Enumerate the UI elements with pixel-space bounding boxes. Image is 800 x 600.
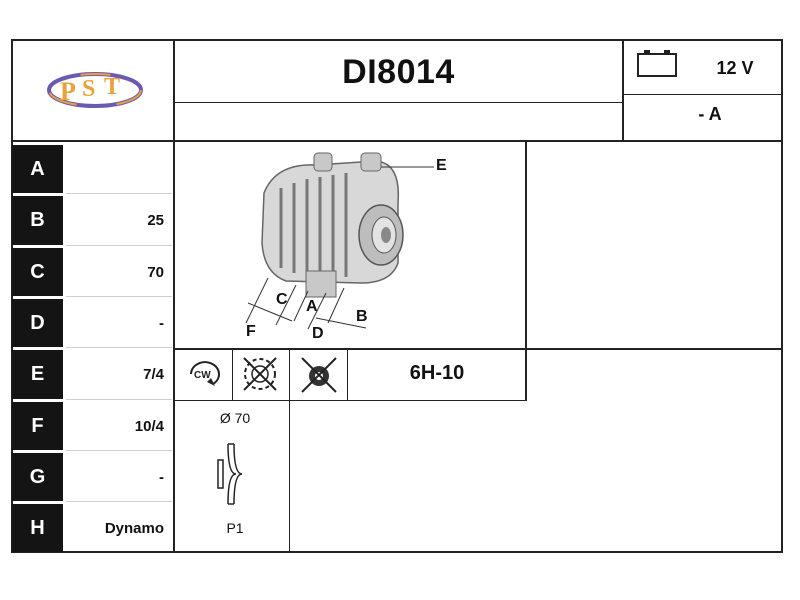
icon-row-bottom xyxy=(173,400,527,401)
row-value-h: Dynamo xyxy=(104,519,164,537)
voltage-value: 12 V xyxy=(716,58,754,78)
row-label-g: G xyxy=(12,453,63,501)
row-label-a: A xyxy=(12,145,63,193)
regulator-crossed-icon xyxy=(298,354,340,394)
battery-icon xyxy=(636,48,680,78)
amperage-value: - A xyxy=(698,104,722,124)
diagram-label-c: C xyxy=(276,291,288,308)
logo-divider xyxy=(173,39,175,553)
row-label-f: F xyxy=(12,402,63,450)
row-value-g: - xyxy=(159,468,164,486)
icon-row-top xyxy=(173,348,783,350)
svg-text:CW: CW xyxy=(194,370,211,381)
row-separator xyxy=(66,501,172,502)
pulley-icon xyxy=(212,438,248,510)
header-divider xyxy=(11,140,783,142)
spec-sheet-frame xyxy=(11,39,783,553)
diagram-label-f: F xyxy=(246,323,256,340)
svg-text:P: P xyxy=(60,77,76,106)
row-separator xyxy=(66,296,172,297)
diagram-label-a: A xyxy=(306,298,318,315)
row-value-e: 7/4 xyxy=(143,366,164,383)
row-separator xyxy=(66,399,172,400)
row-label-h: H xyxy=(12,504,63,552)
row-separator xyxy=(66,193,172,194)
row-label-d: D xyxy=(12,299,63,347)
svg-text:S: S xyxy=(82,76,95,102)
pulley-diameter: Ø 70 xyxy=(219,410,251,426)
fan-crossed-icon xyxy=(240,354,280,394)
svg-text:T: T xyxy=(104,74,120,100)
regulator-code: 6H-10 xyxy=(409,362,465,384)
voltage-divider xyxy=(622,94,783,95)
row-separator xyxy=(66,347,172,348)
icon-divider-1 xyxy=(232,348,233,400)
rotation-cw-icon: CW xyxy=(185,356,225,392)
icon-divider-3 xyxy=(347,348,348,400)
icon-divider-2 xyxy=(289,348,290,553)
part-number-title: DI8014 xyxy=(342,52,455,91)
title-divider xyxy=(173,102,624,103)
row-value-d: - xyxy=(159,314,164,332)
diagram-label-b: B xyxy=(356,308,368,325)
row-value-a xyxy=(66,145,164,193)
row-label-c: C xyxy=(12,248,63,296)
row-value-f: 10/4 xyxy=(134,417,164,435)
row-value-b: 25 xyxy=(147,212,164,229)
row-separator xyxy=(66,450,172,451)
row-label-b: B xyxy=(12,196,63,245)
alternator-illustration xyxy=(245,152,434,330)
diagram-label-d: D xyxy=(312,325,324,342)
row-separator xyxy=(66,245,172,246)
row-label-e: E xyxy=(12,350,63,399)
brand-logo: P S T xyxy=(40,62,150,118)
alternator-diagram: E C A B F D xyxy=(176,143,524,347)
power-divider xyxy=(622,39,624,142)
logo-icon: P S T xyxy=(47,72,143,108)
diagram-label-e: E xyxy=(436,157,447,174)
pulley-type: P1 xyxy=(226,520,244,536)
diagram-divider xyxy=(525,140,527,401)
row-value-c: 70 xyxy=(147,263,164,281)
